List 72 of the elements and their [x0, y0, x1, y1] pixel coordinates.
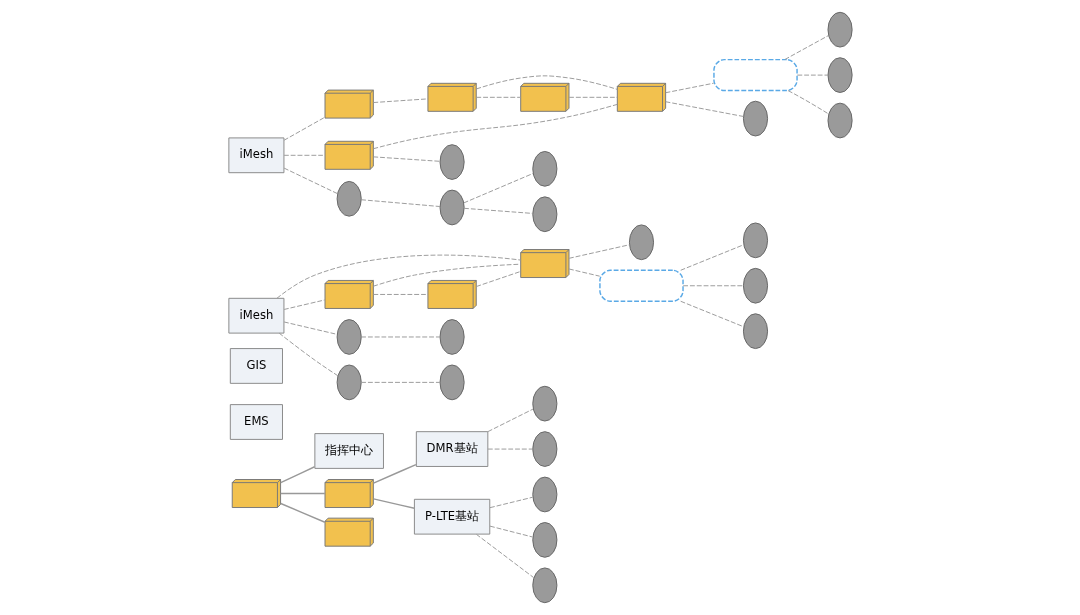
node-person	[742, 100, 768, 137]
connector	[664, 101, 744, 117]
connector	[283, 116, 325, 141]
connector	[568, 244, 630, 259]
connector	[475, 533, 534, 579]
node-person	[439, 319, 465, 355]
connector	[279, 502, 326, 523]
node-box: 指挥中心	[313, 433, 384, 469]
node-person	[742, 222, 768, 259]
connector	[279, 466, 315, 484]
node-person	[336, 319, 362, 355]
connector	[475, 96, 521, 98]
connector	[360, 199, 440, 207]
node-person	[531, 385, 557, 422]
connector	[796, 74, 828, 76]
node-box: iMesh	[227, 137, 284, 174]
node-person	[439, 144, 465, 180]
connector	[787, 90, 829, 115]
node-person	[531, 431, 557, 467]
connector	[276, 254, 521, 299]
node-box: DMR基站	[415, 431, 488, 467]
node-person	[531, 522, 557, 558]
node-person	[531, 476, 557, 513]
connector	[568, 96, 618, 98]
node-person	[742, 313, 768, 350]
connector	[489, 496, 533, 509]
node-box: P-LTE基站	[413, 498, 490, 535]
node-person	[827, 57, 853, 93]
node-person	[531, 150, 557, 187]
connector	[283, 167, 338, 195]
connector	[372, 293, 428, 295]
node-box: EMS	[229, 404, 283, 440]
connector	[360, 381, 440, 383]
connector	[279, 492, 326, 495]
connector	[372, 263, 521, 287]
connector	[372, 498, 415, 509]
node-box: iMesh	[227, 297, 284, 334]
node-person	[336, 364, 362, 401]
connector	[679, 300, 744, 328]
node-box	[598, 269, 684, 302]
node-box	[712, 58, 798, 92]
connector	[372, 463, 417, 484]
node-person	[439, 189, 465, 226]
node-person	[531, 567, 557, 604]
connector	[360, 336, 440, 338]
node-person	[827, 11, 853, 48]
node-person	[628, 224, 654, 261]
connector	[372, 98, 428, 103]
connector	[486, 408, 533, 433]
node-person	[827, 102, 853, 139]
connector	[568, 268, 600, 277]
node-person	[336, 180, 362, 217]
connector	[283, 299, 325, 310]
connector	[679, 244, 744, 271]
connector	[283, 321, 337, 335]
node-person	[742, 267, 768, 304]
connector	[372, 103, 618, 150]
connector	[462, 172, 534, 204]
connector	[278, 332, 338, 377]
connector	[372, 156, 440, 162]
connector	[283, 154, 325, 156]
node-person	[439, 364, 465, 401]
connector	[475, 75, 618, 90]
connector	[682, 285, 744, 287]
connector	[664, 82, 714, 94]
connector	[475, 271, 521, 287]
connector	[489, 525, 533, 538]
node-box: GIS	[229, 348, 283, 384]
connector	[463, 207, 533, 214]
connector	[486, 448, 533, 450]
node-person	[531, 196, 557, 233]
connector	[783, 35, 829, 60]
